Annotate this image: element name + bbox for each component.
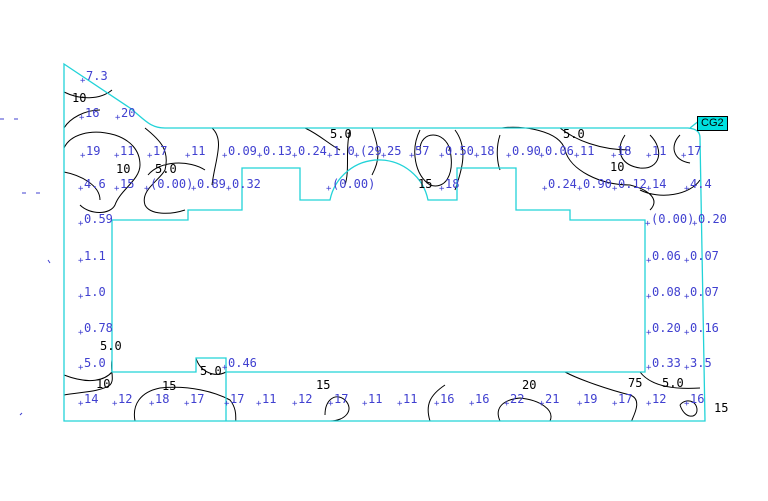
illuminance-value: 17 [328, 393, 349, 409]
contour-label: 10 [610, 160, 625, 174]
illuminance-value: 21 [539, 393, 560, 409]
illuminance-value: (0.00) [645, 213, 694, 229]
illuminance-value: 0.06 [539, 145, 574, 161]
illuminance-value: 12 [292, 393, 313, 409]
contour-label: 5.0 [563, 127, 585, 141]
illuminance-value: 11 [256, 393, 277, 409]
illuminance-value: 0.07 [684, 250, 719, 266]
illuminance-value: 0.90 [506, 145, 541, 161]
contour-label: 5.0 [330, 127, 352, 141]
contour-label: 75 [628, 376, 643, 390]
illuminance-value: 0.20 [646, 322, 681, 338]
inner-cutout [111, 159, 646, 373]
illuminance-value: 4.6 [78, 178, 106, 194]
illuminance-value: 7.3 [80, 70, 108, 86]
stray-marks [0, 118, 51, 416]
illuminance-value: 0.32 [226, 178, 261, 194]
contour-label: 15 [714, 401, 729, 415]
contour-label: 15 [162, 379, 177, 393]
illuminance-value: 0.16 [684, 322, 719, 338]
illuminance-value: 15 [114, 178, 135, 194]
illuminance-value: 57 [409, 145, 430, 161]
illuminance-value: 0.20 [692, 213, 727, 229]
illuminance-value: 20 [115, 107, 136, 123]
contour-label: 15 [316, 378, 331, 392]
illuminance-value: 4.4 [684, 178, 712, 194]
contour-label: 5.0 [155, 162, 177, 176]
illuminance-value: 16 [469, 393, 490, 409]
illuminance-value: 11 [646, 145, 667, 161]
illuminance-value: 18 [439, 178, 460, 194]
illuminance-value: 17 [224, 393, 245, 409]
illuminance-value: 5.0 [78, 357, 106, 373]
illuminance-value: 0.06 [646, 250, 681, 266]
illuminance-value: 0.33 [646, 357, 681, 373]
illuminance-value: 1.0 [327, 145, 355, 161]
illuminance-value: 11 [185, 145, 206, 161]
illuminance-value: 0.07 [684, 286, 719, 302]
illuminance-value: 0.24 [542, 178, 577, 194]
illuminance-value: 16 [79, 107, 100, 123]
illuminance-value: 17 [147, 145, 168, 161]
illuminance-value: (0.00) [326, 178, 375, 194]
illuminance-value: 25 [381, 145, 402, 161]
illuminance-value: 0.08 [646, 286, 681, 302]
illuminance-value: 16 [434, 393, 455, 409]
illuminance-value: 11 [114, 145, 135, 161]
illuminance-value: 17 [612, 393, 633, 409]
illuminance-value: (29 [354, 145, 382, 161]
illuminance-value: 18 [611, 145, 632, 161]
illuminance-value: 17 [184, 393, 205, 409]
illuminance-value: 0.13 [257, 145, 292, 161]
illuminance-value: 11 [397, 393, 418, 409]
illuminance-value: 12 [112, 393, 133, 409]
illuminance-value: 16 [684, 393, 705, 409]
illuminance-value: 0.46 [222, 357, 257, 373]
contour-label: 5.0 [662, 376, 684, 390]
contour-label: 20 [522, 378, 537, 392]
illuminance-value: 12 [646, 393, 667, 409]
area-outline [63, 62, 706, 422]
illuminance-value: 19 [577, 393, 598, 409]
illuminance-value: 0.90 [577, 178, 612, 194]
illuminance-value: 0.24 [292, 145, 327, 161]
illuminance-value: 18 [474, 145, 495, 161]
illuminance-value: 11 [362, 393, 383, 409]
illuminance-value: 0.78 [78, 322, 113, 338]
illuminance-value: 3.5 [684, 357, 712, 373]
illuminance-value: 14 [78, 393, 99, 409]
illuminance-value: 1.0 [78, 286, 106, 302]
contour-label: 5.0 [200, 364, 222, 378]
outer-boundary [63, 62, 706, 422]
illuminance-value: (0.00) [144, 178, 193, 194]
contour-label: 5.0 [100, 339, 122, 353]
illuminance-value: 19 [80, 145, 101, 161]
illuminance-value: 1.1 [78, 250, 106, 266]
illuminance-value: 0.12 [612, 178, 647, 194]
illuminance-value: 17 [681, 145, 702, 161]
contour-label: 10 [72, 91, 87, 105]
illuminance-value: 0.89 [191, 178, 226, 194]
illuminance-value: 0.09 [222, 145, 257, 161]
contour-label: 10 [116, 162, 131, 176]
illuminance-value: 11 [574, 145, 595, 161]
illuminance-value: 14 [646, 178, 667, 194]
illuminance-value: 0.59 [78, 213, 113, 229]
illuminance-value: 22 [504, 393, 525, 409]
contour-label: 15 [418, 177, 433, 191]
cg2-tag: CG2 [697, 116, 728, 131]
illuminance-value: 0.50 [439, 145, 474, 161]
contour-label: 10 [96, 377, 111, 391]
illuminance-value: 18 [149, 393, 170, 409]
